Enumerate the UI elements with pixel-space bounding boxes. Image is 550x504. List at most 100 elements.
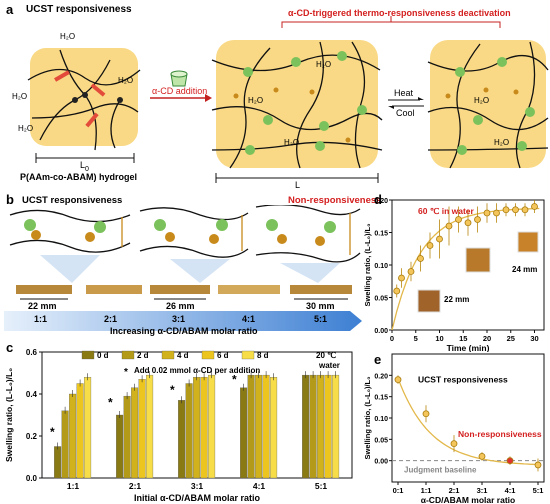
significance-star: * <box>50 425 55 439</box>
y-tick-label: 0.6 <box>26 348 38 357</box>
significance-star: * <box>108 396 113 410</box>
l-label: L <box>295 180 301 190</box>
size-label: 22 mm <box>444 295 469 304</box>
bar <box>208 374 216 479</box>
bar <box>131 387 139 479</box>
data-point <box>483 209 491 217</box>
data-point <box>502 206 510 214</box>
x-tick-label: 30 <box>530 334 538 343</box>
sample-photo <box>465 247 491 273</box>
cd-addition-label: α-CD addition <box>152 86 208 96</box>
x-tick-label: 5 <box>414 334 418 343</box>
y-tick-label: 0.20 <box>374 373 388 380</box>
y-tick-label: 0.15 <box>374 231 388 238</box>
polymer-network-middle <box>211 41 383 169</box>
y-tick-label: 0.10 <box>374 416 388 423</box>
bar <box>146 374 154 479</box>
bar <box>255 374 263 479</box>
data-point <box>464 219 472 227</box>
panel-a-label: a <box>6 2 14 17</box>
water-molecule-label: H₂O <box>118 76 134 85</box>
ratio-label: 4:1 <box>242 314 256 324</box>
water-molecule-label: H₂O <box>248 96 264 105</box>
l0-label: L0 <box>80 160 89 173</box>
gel-block-middle <box>216 40 378 168</box>
y-axis-label: Swelling ratio, (L-L₀)/L₀ <box>4 368 14 462</box>
x-tick-label: 2:1 <box>449 486 460 495</box>
data-point <box>478 453 486 460</box>
hydrogel-label: P(AAm-co-ABAM) hydrogel <box>20 172 137 182</box>
y-tick-label: 0.05 <box>374 437 388 444</box>
bar <box>61 410 69 479</box>
gel-strip <box>16 285 72 294</box>
inset-1 <box>9 209 131 253</box>
y-tick-label: 0.00 <box>374 328 388 335</box>
y-tick-label: 0.15 <box>374 395 388 402</box>
x-tick-label: 15 <box>459 334 467 343</box>
alpha-cd-ring-icon <box>170 70 188 87</box>
water-molecule-label: H₂O <box>316 60 332 69</box>
bar <box>76 383 84 479</box>
data-point <box>455 216 462 223</box>
bar <box>262 374 270 479</box>
deactivation-label: α-CD-triggered thermo-responsiveness dea… <box>288 8 511 18</box>
gel-strip <box>86 285 142 294</box>
bar <box>317 374 325 479</box>
size-label: 22 mm <box>28 301 57 311</box>
data-point <box>521 206 529 214</box>
y-tick-label: 0.05 <box>374 296 388 303</box>
plot-frame <box>391 353 545 483</box>
data-point <box>534 461 542 469</box>
x-tick-label: 5:1 <box>533 486 544 495</box>
bar <box>178 400 186 479</box>
legend-label: 6 d <box>217 351 229 360</box>
bar <box>193 377 201 479</box>
data-point <box>512 206 519 214</box>
data-point <box>450 440 458 447</box>
bar <box>240 387 248 479</box>
y-tick-label: 0.00 <box>374 459 388 466</box>
legend-swatch <box>161 350 175 360</box>
x-tick-label: 0 <box>390 334 394 343</box>
bar <box>302 374 310 479</box>
bar <box>69 393 77 479</box>
bar <box>185 383 193 479</box>
ratio-axis-label: Increasing α-CD/ABAM molar ratio <box>110 326 258 336</box>
x-tick-label: 5:1 <box>315 481 328 491</box>
x-tick-label: 25 <box>507 334 515 343</box>
cd-complex-middle <box>243 51 367 155</box>
panel-c-label: c <box>6 340 14 355</box>
x-tick-label: 4:1 <box>253 481 266 491</box>
bar <box>116 414 124 479</box>
x-axis-label: Initial α-CD/ABAM molar ratio <box>134 493 261 503</box>
water-molecule-label: H₂O <box>284 138 300 147</box>
water-molecule-label: H₂O <box>474 96 490 105</box>
data-point <box>474 216 481 223</box>
inset-3 <box>255 205 361 263</box>
x-tick-label: 4:1 <box>505 486 516 495</box>
panel-e-label: e <box>374 352 382 367</box>
x-tick-label: 0:1 <box>393 486 404 495</box>
panel-b-nonresp: Non-responsiveness <box>288 195 382 206</box>
size-label: 30 mm <box>306 301 335 311</box>
data-point <box>393 287 401 295</box>
legend-label: 8 d <box>257 351 269 360</box>
gel-strip <box>290 285 352 294</box>
y-axis-label: Swelling ratio, (L-L₀)/L₀ <box>363 376 372 459</box>
data-point <box>445 222 453 230</box>
x-tick-label: 3:1 <box>477 486 488 495</box>
ratio-label: 1:1 <box>34 314 48 324</box>
ratio-gradient-arrow <box>4 311 362 331</box>
y-axis-label: Swelling ratio, (L-L₀)/L₀ <box>363 223 372 306</box>
y-tick-label: 0.0 <box>26 474 38 483</box>
x-tick-label: 2:1 <box>129 481 142 491</box>
inset-2 <box>139 207 249 258</box>
size-label: 26 mm <box>166 301 195 311</box>
panel-b-schematic <box>4 205 362 331</box>
bar <box>123 395 131 479</box>
y-tick-label: 0.20 <box>374 198 388 205</box>
panel-b-label: b <box>6 192 14 207</box>
data-point <box>394 376 402 383</box>
x-tick-label: 20 <box>483 334 491 343</box>
x-tick-label: 1:1 <box>421 486 432 495</box>
